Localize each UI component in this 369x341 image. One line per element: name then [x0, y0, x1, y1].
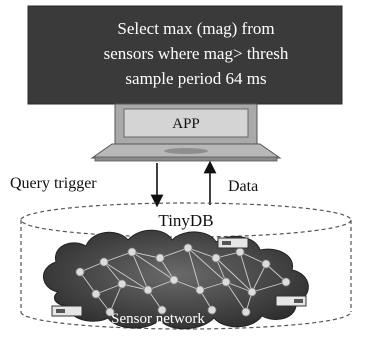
sensor-node: [281, 277, 291, 287]
sensor-node: [241, 307, 251, 317]
data-label: Data: [228, 178, 258, 195]
query-trigger-label: Query trigger: [10, 175, 97, 192]
query-line-3: sample period 64 ms: [125, 69, 266, 88]
sensor-node: [105, 307, 115, 317]
sensor-node: [169, 275, 179, 285]
sensor-network-label: Sensor network: [111, 311, 205, 327]
sensor-node: [143, 285, 153, 295]
tinydb-cylinder: [20, 202, 352, 330]
sensor-node: [207, 305, 217, 315]
query-line-1: Select max (mag) from: [117, 19, 274, 38]
laptop-screen-label: APP: [172, 116, 200, 132]
laptop: APP: [90, 103, 282, 162]
sensor-device-left: [51, 305, 83, 317]
sensor-node: [117, 279, 127, 289]
sensor-node: [127, 247, 137, 257]
laptop-screen: [123, 108, 249, 138]
sensor-device-top: [217, 237, 249, 249]
query-line-2: sensors where mag> thresh: [104, 44, 289, 63]
sensor-node: [183, 243, 193, 253]
sensor-node: [157, 305, 167, 315]
sensor-node: [91, 289, 101, 299]
sensor-node: [247, 287, 257, 297]
sensor-node: [235, 247, 245, 257]
sensor-node: [221, 277, 231, 287]
sensor-device-right: [275, 295, 307, 307]
sensor-node: [99, 257, 109, 267]
network-nodes: [75, 243, 291, 317]
query-box: [27, 5, 343, 105]
sensor-node: [211, 253, 221, 263]
sensor-node: [261, 259, 271, 269]
laptop-touchpad: [164, 148, 208, 154]
sensor-node: [155, 253, 165, 263]
sensor-node: [75, 267, 85, 277]
tinydb-label: TinyDB: [158, 211, 213, 230]
sensor-node: [195, 285, 205, 295]
